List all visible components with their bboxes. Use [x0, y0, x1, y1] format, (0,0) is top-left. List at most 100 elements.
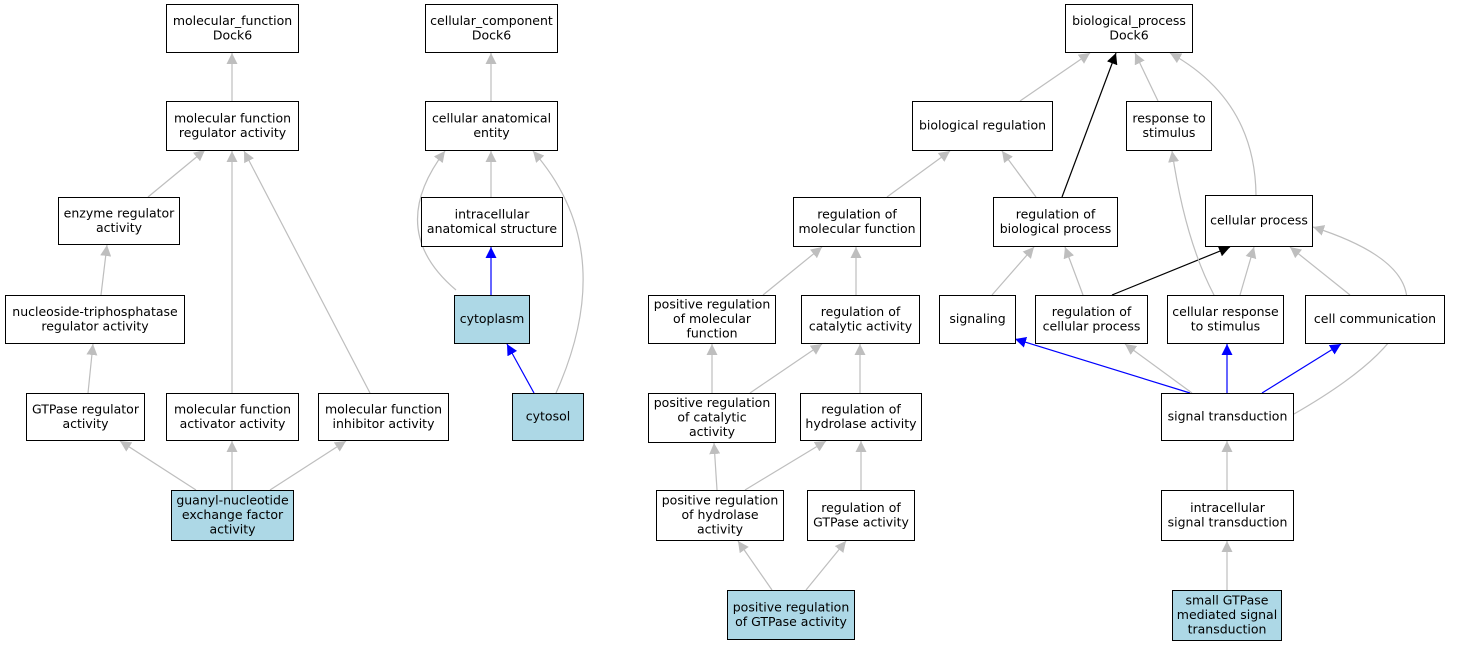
node-box	[807, 490, 915, 541]
node-box	[656, 490, 784, 541]
edge-gtpase_regulator-to-ntpase_regulator	[86, 343, 98, 394]
node-label-line: positive regulation	[733, 599, 850, 614]
node-label-line: enzyme regulator	[64, 205, 176, 220]
node-label-line: GTPase regulator	[32, 401, 140, 416]
edge-cell_resp_stimulus-to-cellular_process	[1239, 246, 1257, 296]
node-box	[1126, 101, 1212, 151]
node-label-line: cytosol	[526, 409, 570, 424]
node-label-line: signal transduction	[1168, 514, 1288, 529]
node-label-line: signal transduction	[1168, 409, 1288, 424]
node-box	[648, 295, 776, 344]
node-label-line: regulator activity	[41, 318, 149, 333]
edge-response_stimulus-to-bp_root	[1134, 52, 1159, 102]
node-label-line: activator activity	[180, 416, 286, 431]
node-box	[1205, 195, 1313, 247]
node-label-line: stimulus	[1143, 125, 1196, 140]
edge-gef_activity-to-gtpase_regulator	[119, 440, 197, 491]
node-label-line: anatomical structure	[427, 221, 557, 236]
node-label-line: activity	[689, 424, 736, 439]
node-box	[1305, 295, 1445, 344]
node-label-line: activity	[62, 416, 109, 431]
node-label-line: regulation of	[1016, 206, 1096, 221]
edge-reg_bio_process-to-bio_regulation	[1001, 150, 1037, 198]
node-label-line: activity	[96, 220, 143, 235]
edge-reg_bio_process-to-bp_root	[1061, 52, 1118, 198]
node-label-line: intracellular	[455, 206, 531, 221]
edge-mf_inhibitor-to-mf_regulator	[243, 150, 371, 394]
node-box	[425, 4, 558, 53]
node-label-line: regulation of	[821, 500, 901, 515]
node-box	[1167, 295, 1284, 344]
node-label-line: cellular_component	[430, 13, 553, 28]
edge-cytoplasm-to-cell_anat_entity	[417, 150, 457, 291]
node-label-line: regulator activity	[179, 125, 287, 140]
node-label-line: positive regulation	[662, 493, 779, 508]
node-box	[939, 295, 1016, 344]
node-cell-communication[interactable]: cell communication	[1305, 295, 1445, 344]
node-bio-regulation[interactable]: biological regulation	[912, 101, 1053, 151]
node-box	[648, 393, 776, 443]
edge-cellular_process-to-bp_root	[1169, 52, 1257, 196]
node-label-line: response to	[1132, 110, 1205, 125]
node-label-line: cellular response	[1172, 304, 1279, 319]
node-label-line: molecular function	[798, 221, 915, 236]
node-label-line: of hydrolase	[681, 507, 758, 522]
node-signal-transduction[interactable]: signal transduction	[1161, 393, 1294, 441]
edge-gef_activity-to-mf_inhibitor	[269, 440, 347, 491]
node-box	[5, 295, 185, 344]
node-cellular-process[interactable]: cellular process	[1205, 195, 1313, 247]
node-label-line: to stimulus	[1191, 318, 1260, 333]
edges-layer	[86, 52, 1408, 591]
node-box	[912, 101, 1053, 151]
node-box	[421, 197, 563, 247]
node-cytoplasm[interactable]: cytoplasm	[454, 295, 530, 344]
node-label-line: activity	[697, 522, 744, 537]
node-cytosol[interactable]: cytosol	[512, 393, 584, 441]
edge-pos_reg_hydrolase-to-pos_reg_catalytic	[709, 442, 721, 491]
node-label-line: Dock6	[1109, 27, 1148, 42]
node-box	[993, 197, 1118, 247]
node-label-line: positive regulation	[654, 297, 771, 312]
node-label-line: cellular process	[1043, 318, 1141, 333]
node-box	[800, 393, 922, 441]
node-label-line: of GTPase activity	[735, 614, 847, 629]
node-label-line: Dock6	[213, 27, 252, 42]
node-label-line: signaling	[949, 311, 1005, 326]
node-label-line: intracellular	[1190, 500, 1266, 515]
node-signaling[interactable]: signaling	[939, 295, 1016, 344]
node-box	[1161, 490, 1294, 541]
node-box	[727, 590, 855, 640]
node-box	[166, 101, 299, 151]
node-label-line: transduction	[1188, 622, 1267, 637]
edge-pos_reg_catalytic-to-reg_catalytic	[749, 343, 823, 394]
node-label-line: biological process	[1000, 221, 1112, 236]
node-label-line: entity	[473, 125, 510, 140]
edge-signaling-to-reg_bio_process	[991, 246, 1035, 296]
